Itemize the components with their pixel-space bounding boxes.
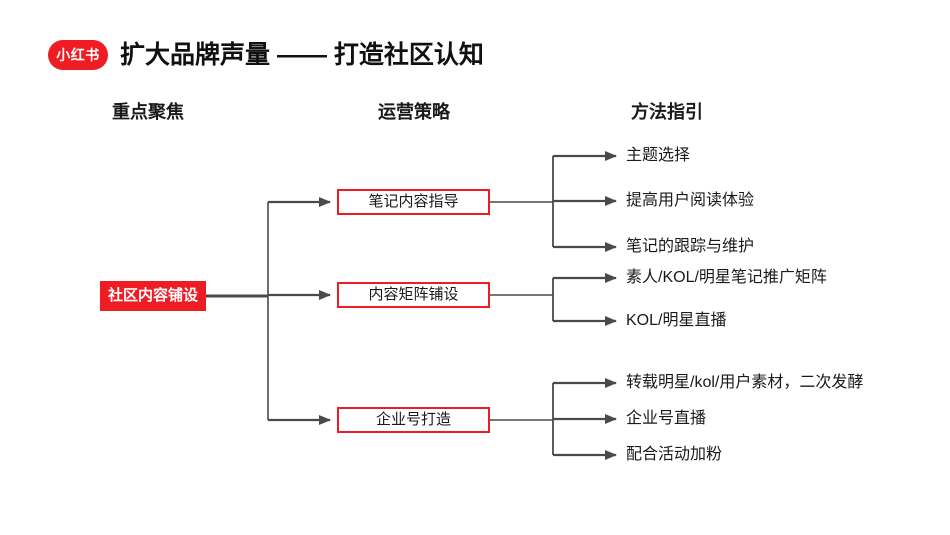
method-item-kol-livestream: KOL/明星直播: [626, 312, 727, 329]
root-node-community-content: 社区内容铺设: [100, 281, 206, 311]
column-header-method: 方法指引: [631, 102, 703, 122]
method-item-repost-material: 转载明星/kol/用户素材，二次发酵: [626, 374, 864, 391]
method-item-kol-note-matrix: 素人/KOL/明星笔记推广矩阵: [626, 269, 827, 286]
xiaohongshu-logo: 小红书: [48, 40, 108, 70]
strategy-node-enterprise-account: 企业号打造: [337, 407, 490, 433]
strategy-node-content-matrix: 内容矩阵铺设: [337, 282, 490, 308]
column-header-focus: 重点聚焦: [112, 102, 184, 122]
page-title: 扩大品牌声量 —— 打造社区认知: [120, 41, 484, 69]
column-header-strategy: 运营策略: [378, 102, 450, 122]
method-item-activity-followers: 配合活动加粉: [626, 446, 723, 463]
method-item-enterprise-livestream: 企业号直播: [626, 410, 707, 427]
method-item-topic-selection: 主题选择: [626, 147, 691, 164]
strategy-node-note-content-guidance: 笔记内容指导: [337, 189, 490, 215]
method-item-note-tracking: 笔记的跟踪与维护: [626, 238, 755, 255]
method-item-reading-experience: 提高用户阅读体验: [626, 192, 755, 209]
